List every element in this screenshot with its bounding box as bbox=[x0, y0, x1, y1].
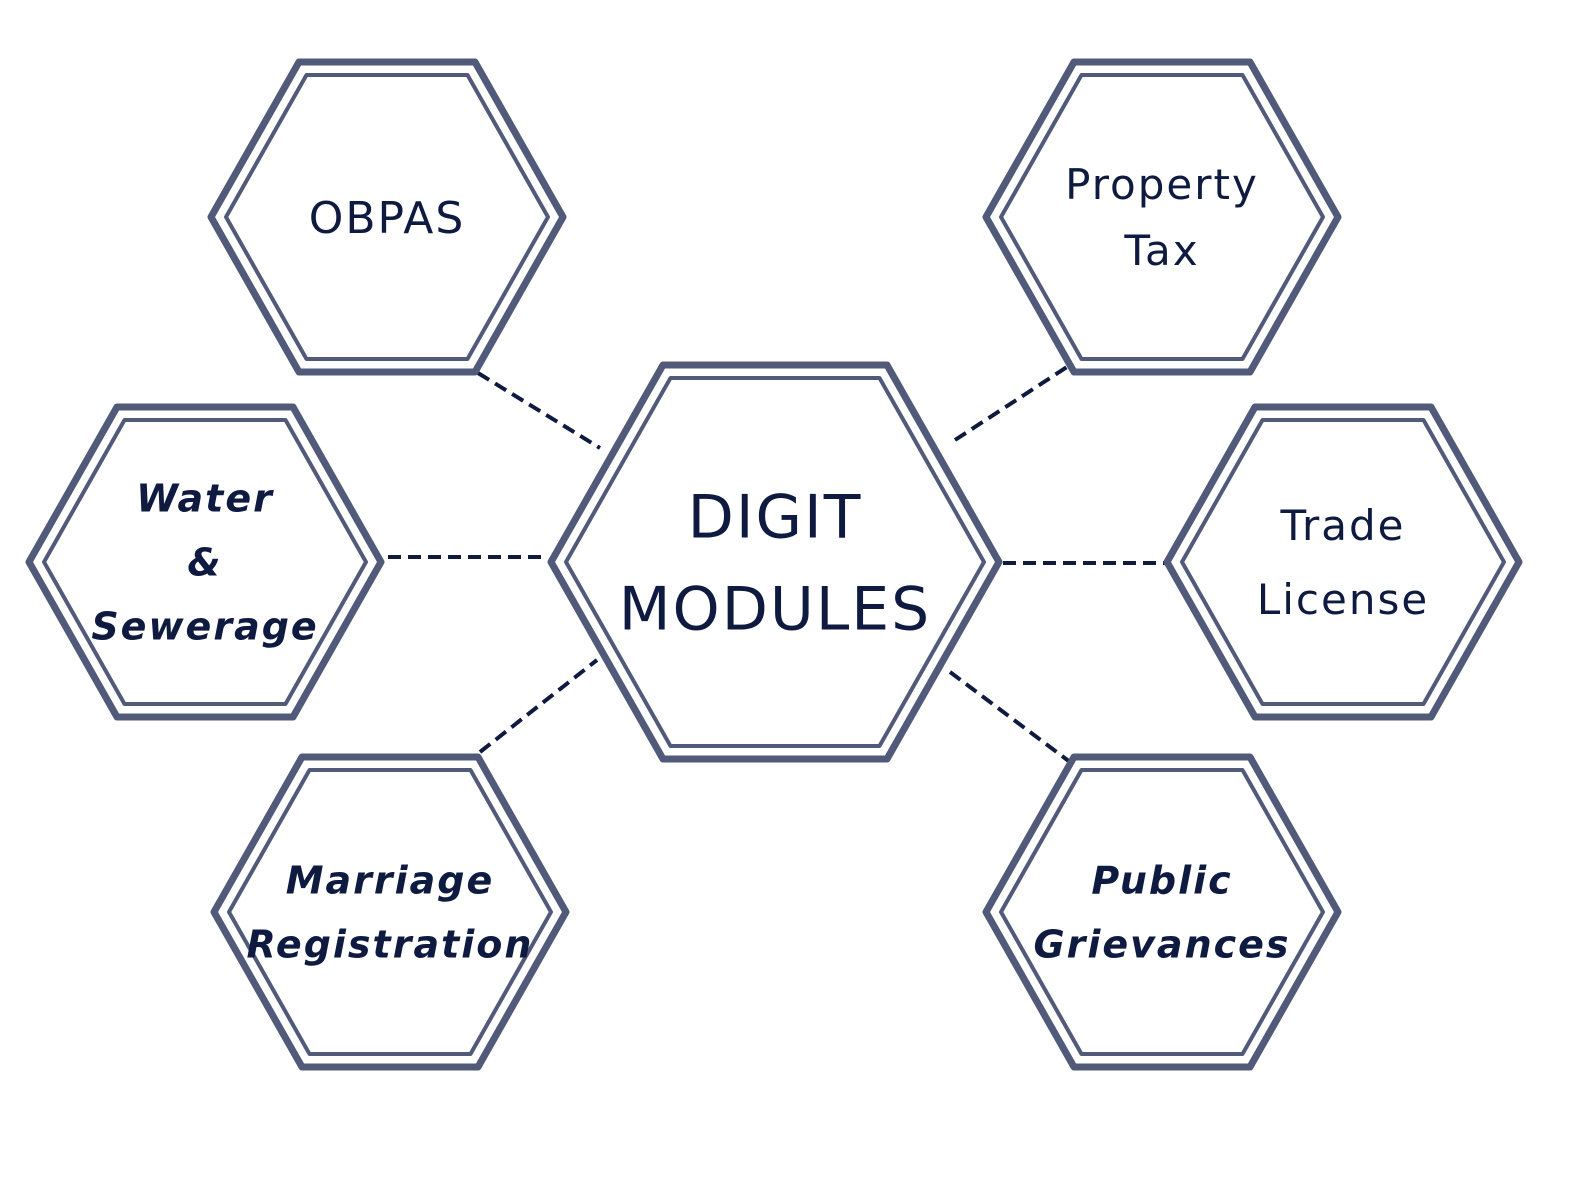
connectors bbox=[388, 363, 1165, 764]
hexagon-inner-border bbox=[1180, 418, 1506, 706]
hexagon-outer-border bbox=[210, 753, 570, 1071]
module-hexagon-obpas-label-line: OBPAS bbox=[309, 193, 466, 244]
hexagon-outer-border bbox=[25, 403, 385, 721]
module-hexagon-marriage-registration-label-line: Marriage bbox=[286, 859, 495, 903]
dashed-connector bbox=[948, 670, 1072, 764]
hexagon-inner-border bbox=[227, 768, 553, 1056]
module-hexagon-trade-license-label-line: License bbox=[1257, 575, 1429, 624]
module-hexagon-public-grievances-label-line: Grievances bbox=[1033, 923, 1290, 967]
center-hexagon-digit-modules-label-line: MODULES bbox=[619, 575, 932, 645]
hexagon-inner-border bbox=[999, 768, 1325, 1056]
dashed-connector bbox=[476, 371, 602, 450]
hexagon-inner-border bbox=[42, 418, 368, 706]
center-hexagon-digit-modules-label-line: DIGIT bbox=[688, 483, 863, 553]
hexagon-inner-border bbox=[564, 376, 986, 748]
module-hexagon-water-sewerage-label-line: Water bbox=[136, 477, 274, 521]
dashed-connector bbox=[953, 363, 1072, 442]
module-hexagon-water-sewerage-label-line: & bbox=[187, 541, 222, 585]
module-hexagon-trade-license-label-line: Trade bbox=[1280, 501, 1406, 550]
hexagon-outer-border bbox=[982, 58, 1342, 376]
module-hexagon-water-sewerage-label-line: Sewerage bbox=[91, 605, 318, 649]
hexagon-outer-border bbox=[547, 361, 1003, 763]
module-hexagon-water-sewerage: Water & Sewerage bbox=[25, 403, 385, 721]
module-hexagon-marriage-registration-label-line: Registration bbox=[247, 923, 534, 967]
center-hexagon-digit-modules: DIGIT MODULES bbox=[547, 361, 1003, 763]
module-hexagon-obpas: OBPAS bbox=[207, 58, 567, 376]
dashed-connector bbox=[478, 658, 599, 754]
hexagon-outer-border bbox=[1163, 403, 1523, 721]
module-hexagon-property-tax-label-line: Tax bbox=[1123, 226, 1199, 275]
hexagon-inner-border bbox=[224, 73, 550, 361]
hexagon-outer-border bbox=[982, 753, 1342, 1071]
module-hexagon-property-tax-label-line: Property bbox=[1065, 160, 1259, 209]
hexagon-outer-border bbox=[207, 58, 567, 376]
module-hexagon-public-grievances-label-line: Public bbox=[1091, 859, 1232, 903]
hexagon-inner-border bbox=[999, 73, 1325, 361]
